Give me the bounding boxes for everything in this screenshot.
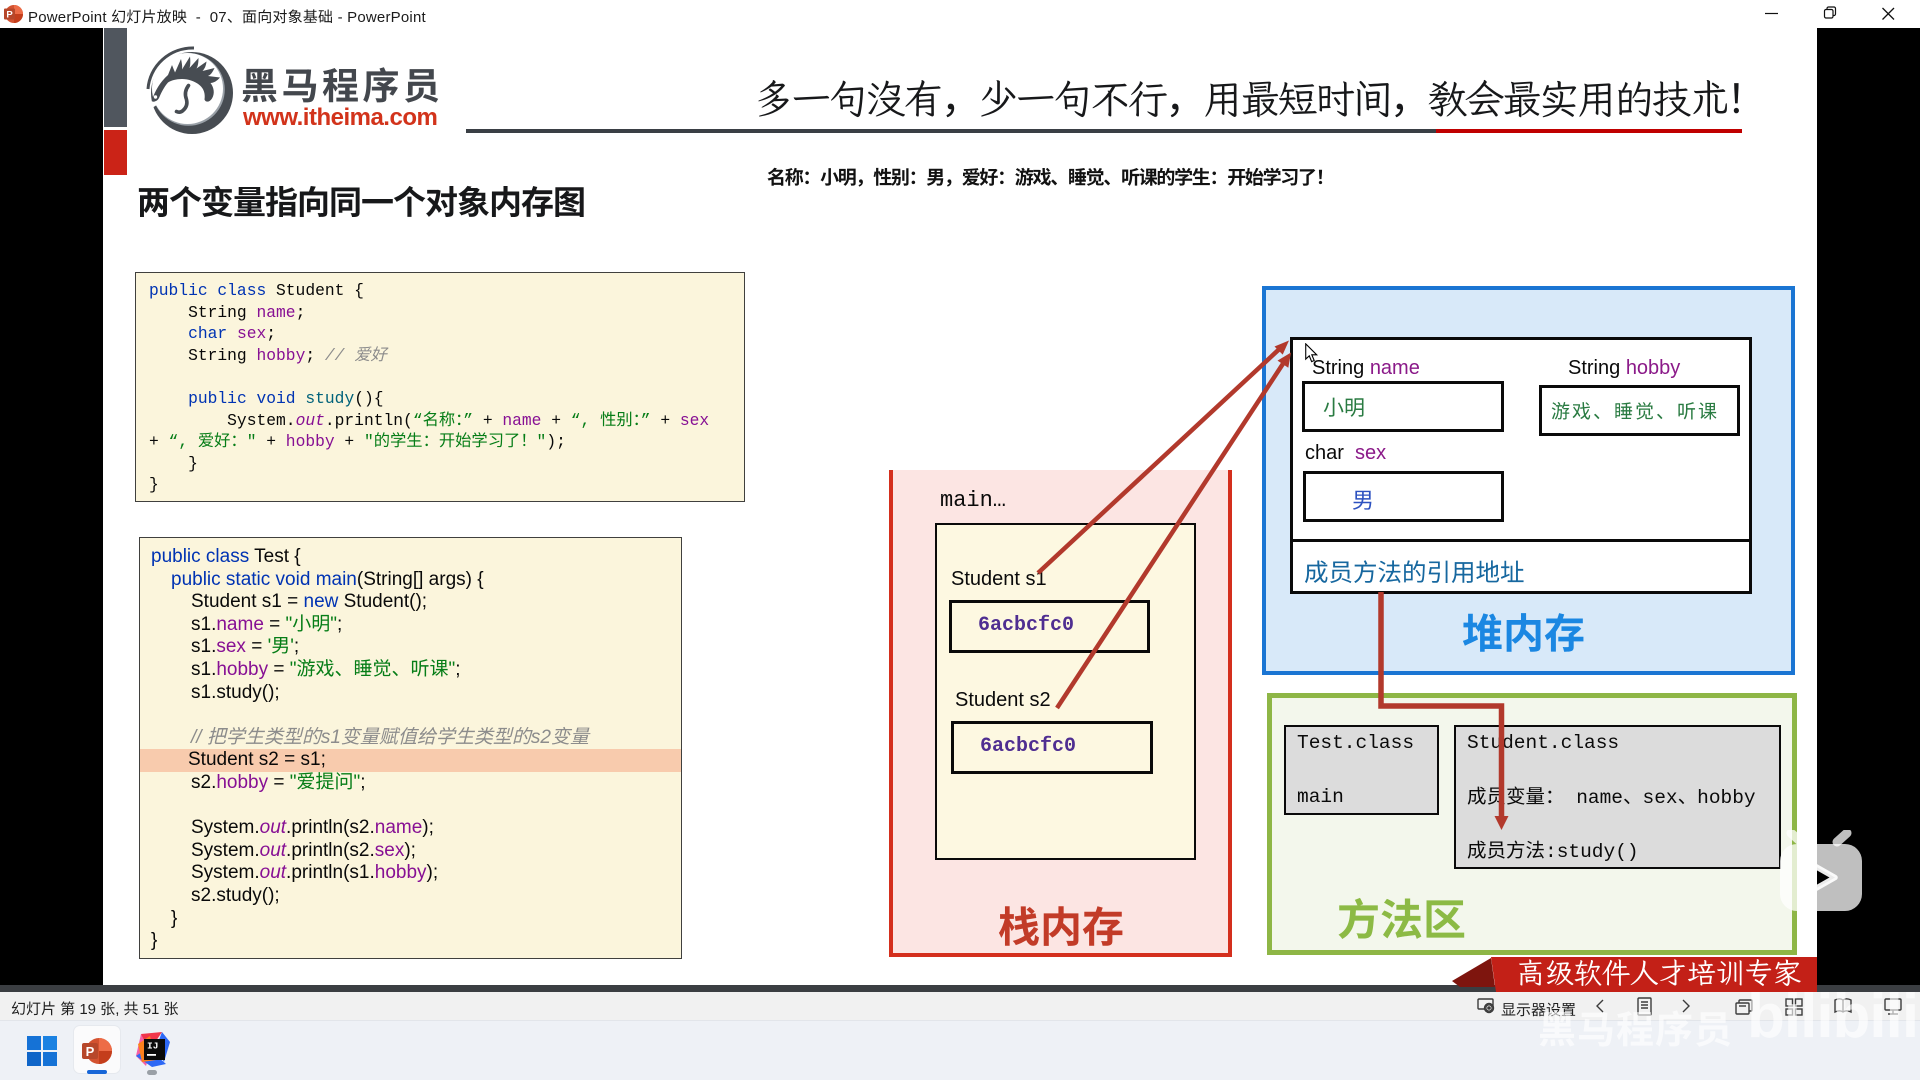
svg-text:IJ: IJ (147, 1041, 158, 1052)
svg-text:P: P (6, 10, 13, 21)
svg-text:P: P (86, 1044, 95, 1059)
